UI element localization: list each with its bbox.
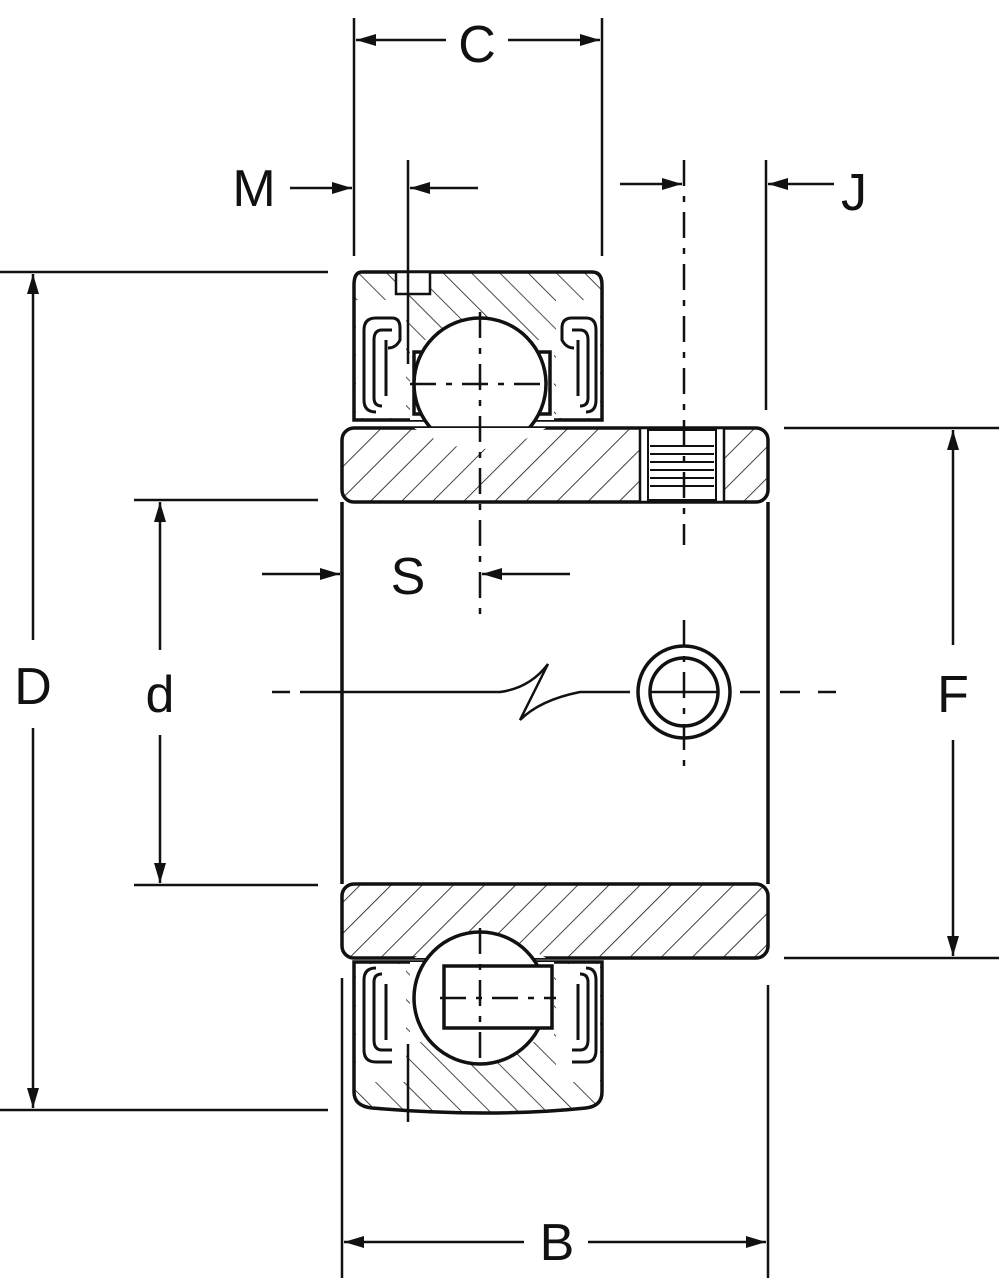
inner-ring-bottom [340, 882, 770, 960]
seal-top-left [362, 316, 402, 414]
label-m: M [232, 160, 275, 218]
label-f: F [937, 666, 969, 724]
label-s: S [391, 548, 426, 606]
ball-centerlines [410, 312, 556, 1068]
seal-top-right [560, 316, 598, 414]
label-d-bore: d [146, 666, 175, 724]
extension-lines [0, 18, 999, 1278]
seal-bottom-right [572, 966, 598, 1064]
shaft-centerline [272, 663, 836, 721]
inner-ring-top [340, 426, 770, 504]
label-d-outer: D [14, 658, 52, 716]
label-c: C [458, 16, 496, 74]
label-j: J [841, 164, 867, 222]
label-b: B [540, 1214, 575, 1272]
set-screw-hole [636, 620, 732, 768]
seal-bottom-left [362, 966, 392, 1064]
